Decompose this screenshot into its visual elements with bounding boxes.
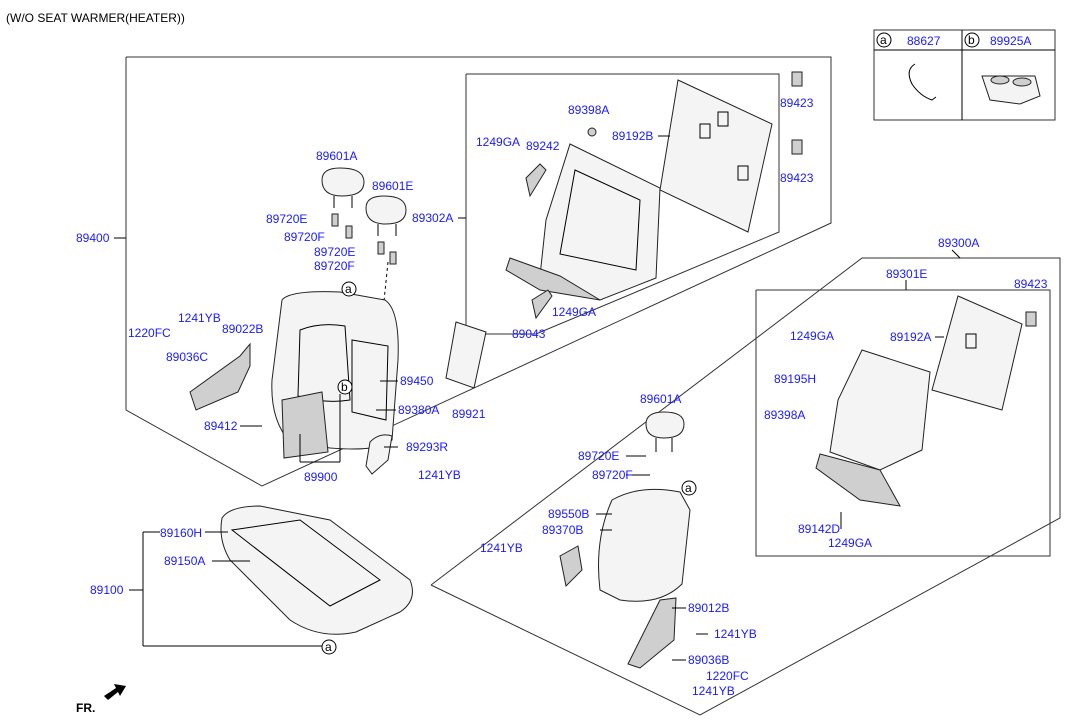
callout-1241yb-3[interactable]: 1241YB bbox=[480, 541, 523, 555]
marker-a-backrest: a bbox=[341, 281, 357, 297]
callout-1241yb-4[interactable]: 1241YB bbox=[714, 627, 757, 641]
callout-1220fc-2[interactable]: 1220FC bbox=[706, 669, 749, 683]
cup-holder-icon bbox=[981, 75, 1041, 105]
marker-a-split: a bbox=[681, 480, 697, 496]
legend-b-part[interactable]: 89925A bbox=[990, 34, 1031, 48]
armrest-89900[interactable] bbox=[281, 391, 329, 459]
callout-89192a[interactable]: 89192A bbox=[890, 330, 931, 344]
callout-89293r[interactable]: 89293R bbox=[406, 440, 448, 454]
callout-1241yb-1[interactable]: 1241YB bbox=[178, 311, 221, 325]
callout-1241yb-5[interactable]: 1241YB bbox=[692, 684, 735, 698]
clip-89423-right[interactable] bbox=[1025, 311, 1037, 327]
marker-b-armrest: b bbox=[337, 379, 353, 395]
headrest-89601a-split[interactable] bbox=[645, 411, 685, 452]
callout-89012b[interactable]: 89012B bbox=[688, 601, 729, 615]
seatback-frame-89301e[interactable] bbox=[815, 349, 931, 507]
backrest-assembly-frame bbox=[125, 56, 832, 487]
callout-1220fc-1[interactable]: 1220FC bbox=[128, 326, 171, 340]
svg-text:b: b bbox=[341, 380, 348, 394]
svg-text:a: a bbox=[345, 282, 352, 296]
hinge-89022b[interactable] bbox=[189, 342, 251, 411]
legend-box: a 88627 b 89925A bbox=[873, 29, 1056, 121]
callout-89423-2[interactable]: 89423 bbox=[780, 171, 814, 185]
callout-89142d[interactable]: 89142D bbox=[798, 522, 840, 536]
callout-89450[interactable]: 89450 bbox=[400, 374, 434, 388]
frame-subassembly-box bbox=[465, 73, 780, 335]
callout-89043[interactable]: 89043 bbox=[512, 327, 546, 341]
callout-89302a[interactable]: 89302A bbox=[412, 211, 453, 225]
callout-89423-1[interactable]: 89423 bbox=[780, 96, 814, 110]
headrest-89601e[interactable] bbox=[365, 195, 407, 236]
front-direction-arrow-icon bbox=[104, 684, 126, 700]
wire-clip-icon bbox=[908, 63, 937, 101]
clip-89423-top[interactable] bbox=[791, 71, 803, 87]
cover-89921[interactable] bbox=[445, 321, 487, 389]
callout-89550b[interactable]: 89550B bbox=[548, 507, 589, 521]
callout-89720f-1[interactable]: 89720F bbox=[284, 230, 325, 244]
callout-89720e-3[interactable]: 89720E bbox=[578, 449, 619, 463]
marker-a-cushion: a bbox=[321, 639, 337, 655]
callout-89398a[interactable]: 89398A bbox=[568, 103, 609, 117]
callout-89601a[interactable]: 89601A bbox=[316, 149, 357, 163]
clip-89423-mid[interactable] bbox=[791, 139, 803, 155]
bolt-89398a[interactable] bbox=[587, 127, 597, 137]
callout-89370b[interactable]: 89370B bbox=[542, 523, 583, 537]
leader-lines bbox=[114, 135, 961, 661]
callout-89423-3[interactable]: 89423 bbox=[1014, 277, 1048, 291]
header-note: (W/O SEAT WARMER(HEATER)) bbox=[6, 11, 185, 25]
trim-89293r[interactable] bbox=[365, 434, 393, 475]
front-direction-label: FR. bbox=[76, 701, 95, 715]
seatback-frame-89302a[interactable] bbox=[505, 143, 661, 301]
callout-1249ga-1[interactable]: 1249GA bbox=[476, 135, 520, 149]
callout-89412[interactable]: 89412 bbox=[204, 419, 238, 433]
legend-b-letter: b bbox=[968, 33, 975, 47]
seat-cushion-89100[interactable] bbox=[220, 505, 413, 635]
callout-1249ga-2[interactable]: 1249GA bbox=[552, 305, 596, 319]
back-panel-89192b[interactable] bbox=[659, 79, 773, 233]
callout-89160h[interactable]: 89160H bbox=[160, 526, 202, 540]
svg-text:a: a bbox=[325, 640, 332, 654]
callout-1249ga-4[interactable]: 1249GA bbox=[828, 536, 872, 550]
callout-89601e[interactable]: 89601E bbox=[372, 179, 413, 193]
callout-89301e[interactable]: 89301E bbox=[886, 267, 927, 281]
callout-89720f-2[interactable]: 89720F bbox=[314, 259, 355, 273]
split-frame-subassembly-box bbox=[755, 289, 1051, 557]
callout-89720f-3[interactable]: 89720F bbox=[592, 468, 633, 482]
callout-1249ga-3[interactable]: 1249GA bbox=[790, 329, 834, 343]
callout-1241yb-2[interactable]: 1241YB bbox=[418, 468, 461, 482]
legend-a-letter: a bbox=[880, 33, 887, 47]
callout-89242[interactable]: 89242 bbox=[526, 139, 560, 153]
callout-89100[interactable]: 89100 bbox=[90, 583, 124, 597]
hinge-89012b[interactable] bbox=[627, 597, 677, 669]
callout-89192b[interactable]: 89192B bbox=[612, 129, 653, 143]
callout-89720e-1[interactable]: 89720E bbox=[266, 212, 307, 226]
callout-89036c[interactable]: 89036C bbox=[166, 350, 208, 364]
callout-89300a[interactable]: 89300A bbox=[938, 236, 979, 250]
legend-a-part[interactable]: 88627 bbox=[907, 34, 941, 48]
headrest-89601a[interactable] bbox=[321, 167, 365, 208]
back-panel-89192a[interactable] bbox=[931, 295, 1023, 411]
callout-89900[interactable]: 89900 bbox=[304, 470, 338, 484]
trim-1241yb-left[interactable] bbox=[559, 545, 583, 588]
callout-89398a-2[interactable]: 89398A bbox=[764, 408, 805, 422]
callout-89380a[interactable]: 89380A bbox=[398, 403, 439, 417]
callout-89036b[interactable]: 89036B bbox=[688, 653, 729, 667]
callout-89022b[interactable]: 89022B bbox=[222, 322, 263, 336]
bracket-89043[interactable] bbox=[531, 289, 553, 320]
bracket-89242[interactable] bbox=[525, 163, 547, 198]
split-seat-assembly-frame bbox=[430, 257, 1061, 716]
callout-89400[interactable]: 89400 bbox=[76, 231, 110, 245]
svg-text:a: a bbox=[685, 481, 692, 495]
callout-89720e-2[interactable]: 89720E bbox=[314, 245, 355, 259]
callout-89601a-2[interactable]: 89601A bbox=[640, 392, 681, 406]
seatback-cushion-89550b[interactable] bbox=[598, 488, 691, 602]
callout-89195h[interactable]: 89195H bbox=[774, 372, 816, 386]
callout-89150a[interactable]: 89150A bbox=[164, 554, 205, 568]
headrest-guides bbox=[331, 213, 397, 265]
callout-89921[interactable]: 89921 bbox=[452, 407, 486, 421]
